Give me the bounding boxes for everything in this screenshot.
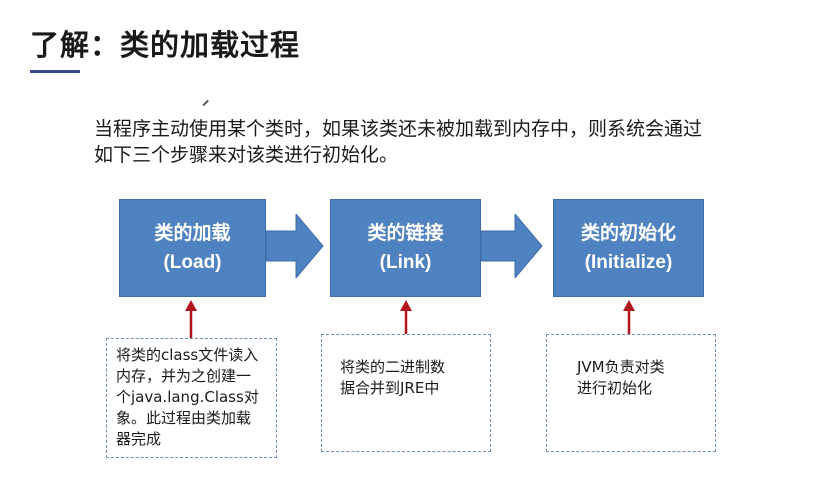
title-underline xyxy=(30,70,80,73)
intro-line-1: 当程序主动使用某个类时，如果该类还未被加载到内存中，则系统会通过 xyxy=(94,118,703,140)
note-init-text: JVM负责对类 进行初始化 xyxy=(577,358,665,397)
note-link-text: 将类的二进制数 据合并到JRE中 xyxy=(340,358,446,397)
step-load-box: 类的加载 (Load) xyxy=(119,199,266,297)
step-load-subtitle: (Load) xyxy=(163,252,222,273)
intro-paragraph: 当程序主动使用某个类时，如果该类还未被加载到内存中，则系统会通过 如下三个步骤来… xyxy=(94,116,794,168)
note-link: 将类的二进制数 据合并到JRE中 xyxy=(321,334,491,452)
flow-arrow-link-to-init xyxy=(481,214,543,278)
step-load-title: 类的加载 xyxy=(154,223,231,244)
note-load-text: 将类的class文件读入 内存，并为之创建一 个java.lang.Class对… xyxy=(116,346,259,448)
page-title: 了解：类的加载过程 xyxy=(30,28,301,62)
step-link-title: 类的链接 xyxy=(367,223,444,244)
pen-mark xyxy=(202,99,209,106)
intro-line-2: 如下三个步骤来对该类进行初始化。 xyxy=(94,144,399,166)
step-init-subtitle: (Initialize) xyxy=(584,252,673,273)
connector-arrow-link xyxy=(400,300,412,336)
flow-arrow-load-to-link xyxy=(266,214,324,278)
note-load: 将类的class文件读入 内存，并为之创建一 个java.lang.Class对… xyxy=(106,338,277,458)
note-init: JVM负责对类 进行初始化 xyxy=(546,334,716,452)
step-init-box: 类的初始化 (Initialize) xyxy=(553,199,704,297)
step-init-title: 类的初始化 xyxy=(580,223,676,244)
step-link-box: 类的链接 (Link) xyxy=(330,199,481,297)
connector-arrow-load xyxy=(185,300,197,340)
connector-arrow-init xyxy=(623,300,635,336)
step-link-subtitle: (Link) xyxy=(379,252,432,273)
